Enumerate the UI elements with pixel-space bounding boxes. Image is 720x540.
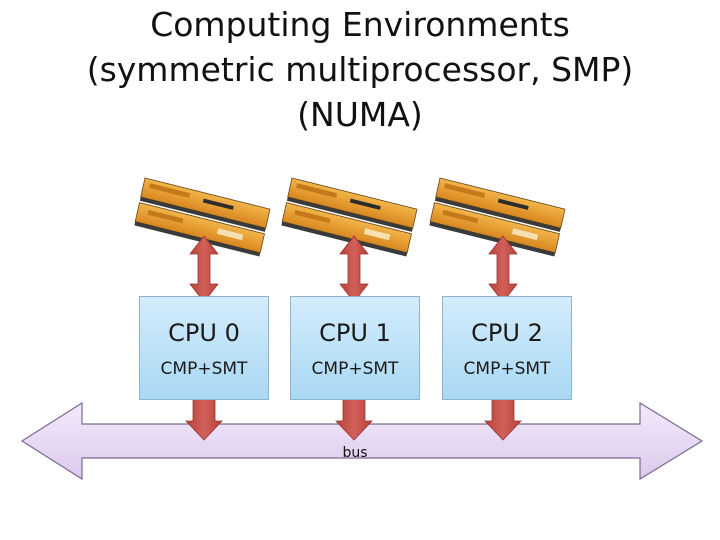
memory-module-1	[281, 177, 418, 257]
memory-module-2	[429, 177, 566, 257]
cpu-name: CPU 1	[319, 319, 391, 347]
title-line-2: (symmetric multiprocessor, SMP)	[86, 50, 634, 89]
title-line-3: (NUMA)	[297, 95, 423, 134]
cpu-subtitle: CMP+SMT	[463, 359, 551, 379]
cpu-box-1: CPU 1 CMP+SMT	[290, 296, 420, 400]
cpu-subtitle: CMP+SMT	[160, 359, 248, 379]
memory-cpu-arrow-0	[189, 235, 219, 303]
memory-module-0	[134, 177, 271, 257]
cpu-subtitle: CMP+SMT	[311, 359, 399, 379]
title-line-1: Computing Environments	[150, 5, 570, 44]
cpu-box-0: CPU 0 CMP+SMT	[139, 296, 269, 400]
cpu-name: CPU 2	[471, 319, 543, 347]
bus-label: bus	[342, 445, 368, 461]
slide-title: Computing Environments (symmetric multip…	[0, 2, 720, 137]
bus-arrow	[20, 401, 704, 481]
cpu-box-2: CPU 2 CMP+SMT	[442, 296, 572, 400]
cpu-name: CPU 0	[168, 319, 240, 347]
